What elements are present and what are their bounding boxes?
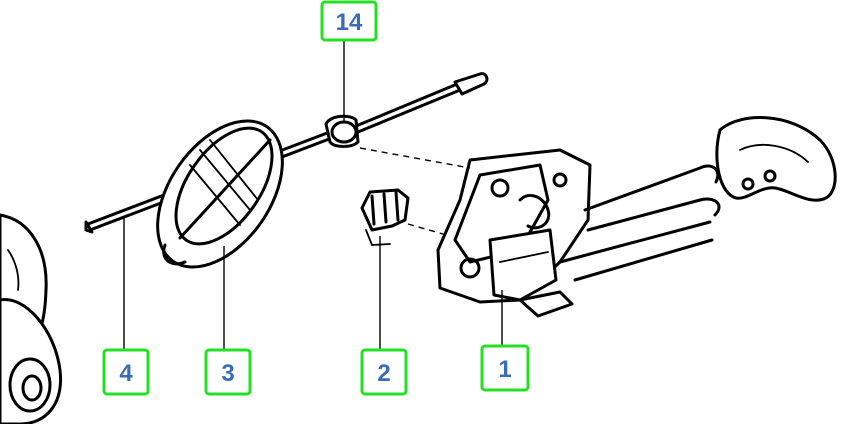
callout-3: 3 [204,348,252,396]
callout-4: 4 [102,348,150,396]
left-edge-part [0,213,63,424]
grommet-part-3 [156,119,284,269]
callout-1: 1 [480,344,530,392]
callout-14: 14 [320,0,378,42]
pedal-assembly-part-1 [359,116,837,318]
callout-label-14: 14 [336,9,363,36]
callout-label-2: 2 [377,360,390,387]
callout-label-4: 4 [119,360,133,387]
clip-part-2 [360,188,410,246]
callout-label-3: 3 [221,360,234,387]
callout-label-1: 1 [498,356,511,383]
cable-part-4 [84,72,489,234]
callout-2: 2 [360,348,408,396]
